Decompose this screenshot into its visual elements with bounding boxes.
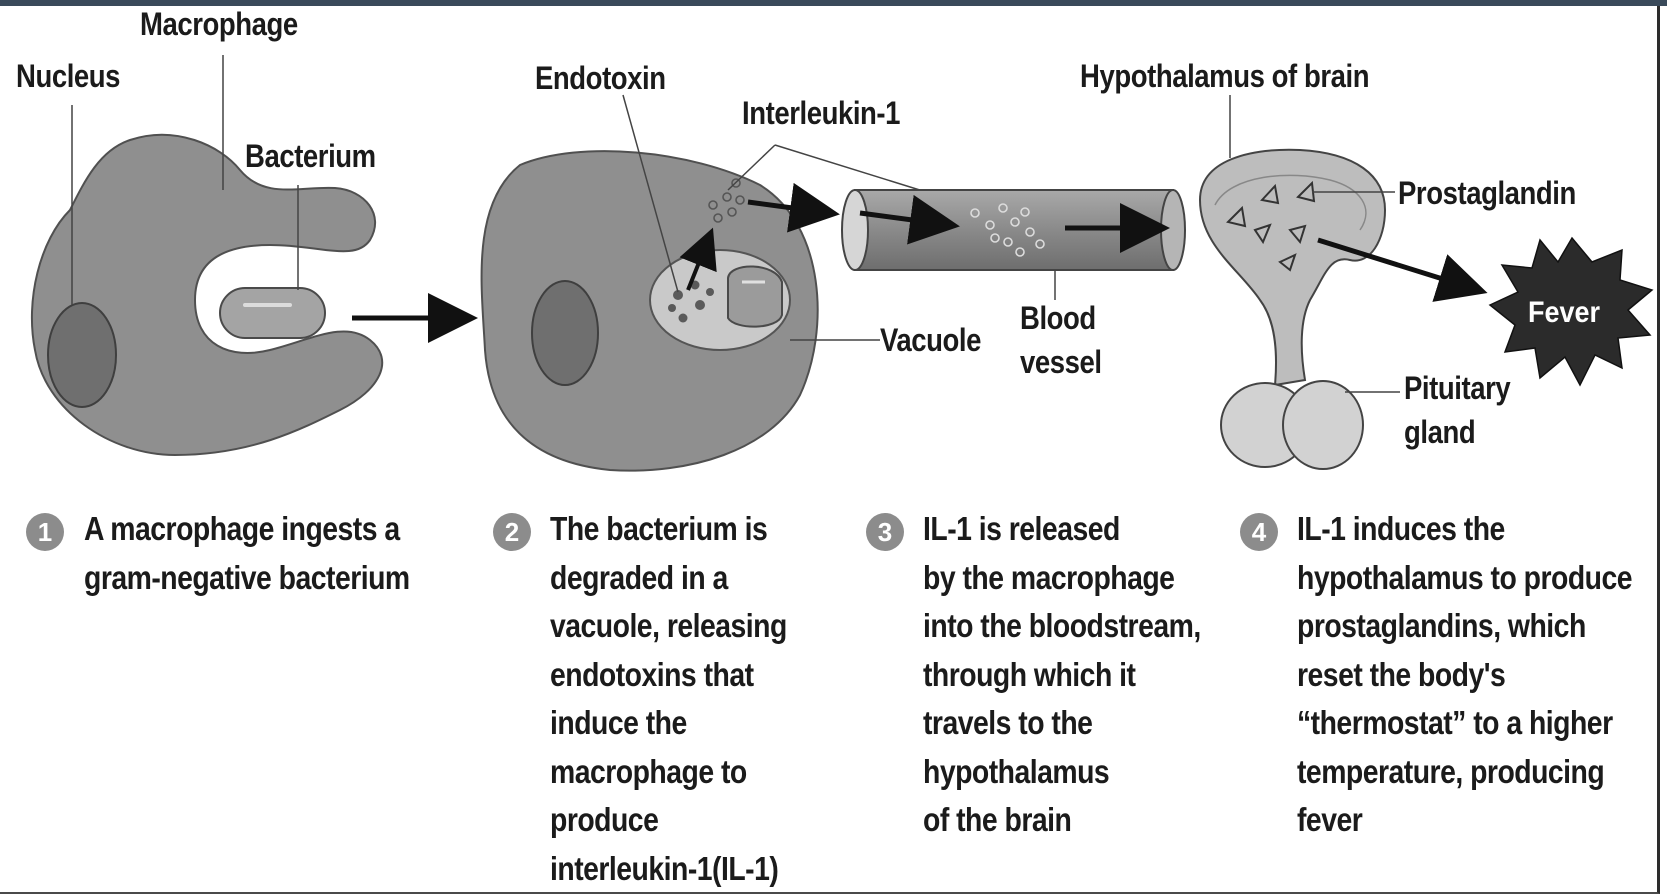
step-4-caption: IL-1 induces the hypothalamus to produce… [1297, 505, 1632, 845]
label-blood-vessel-line-1: Blood [1020, 296, 1102, 340]
label-interleukin-1: Interleukin-1 [742, 95, 900, 132]
step-2-caption: The bacterium is degraded in a vacuole, … [550, 505, 787, 893]
step-2-number: 2 [493, 513, 531, 551]
step-4-line: “thermostat” to a higher [1297, 699, 1632, 748]
nucleus-2 [532, 281, 598, 385]
step-4-line: reset the body's [1297, 651, 1632, 700]
step-1-caption: A macrophage ingests a gram-negative bac… [84, 505, 410, 602]
label-blood-vessel: Blood vessel [1020, 296, 1102, 384]
label-prostaglandin: Prostaglandin [1398, 175, 1576, 212]
step-2-line: interleukin-1(IL-1) [550, 845, 787, 894]
step-3-number: 3 [866, 513, 904, 551]
step-4-line: temperature, producing [1297, 748, 1632, 797]
label-pituitary-line-1: Pituitary [1404, 366, 1510, 410]
step-3-line: into the bloodstream, [923, 602, 1201, 651]
step-4-line: fever [1297, 796, 1632, 845]
label-pituitary-line-2: gland [1404, 410, 1510, 454]
step-3-line: through which it [923, 651, 1201, 700]
step-2-line: The bacterium is [550, 505, 787, 554]
nucleus-1 [48, 303, 116, 407]
step-2-line: produce [550, 796, 787, 845]
step-3-line: IL-1 is released [923, 505, 1201, 554]
step-3-line: travels to the [923, 699, 1201, 748]
label-blood-vessel-line-2: vessel [1020, 340, 1102, 384]
label-macrophage: Macrophage [140, 6, 298, 43]
step-1-line: A macrophage ingests a [84, 505, 410, 554]
arrow-to-fever [1318, 240, 1478, 290]
label-hypothalamus: Hypothalamus of brain [1080, 58, 1369, 95]
label-endotoxin: Endotoxin [535, 60, 666, 97]
step-4-line: IL-1 induces the [1297, 505, 1632, 554]
step-2-line: vacuole, releasing [550, 602, 787, 651]
step-2-line: degraded in a [550, 554, 787, 603]
step-3-line: hypothalamus [923, 748, 1201, 797]
step-3-caption: IL-1 is released by the macrophage into … [923, 505, 1201, 845]
step-4-line: prostaglandins, which [1297, 602, 1632, 651]
step-4-number: 4 [1240, 513, 1278, 551]
step-2-line: endotoxins that [550, 651, 787, 700]
label-nucleus: Nucleus [16, 58, 120, 95]
label-fever: Fever [1528, 296, 1600, 330]
label-pituitary-gland: Pituitary gland [1404, 366, 1510, 454]
bacterium-1 [220, 288, 325, 338]
step-4-line: hypothalamus to produce [1297, 554, 1632, 603]
step-1-number: 1 [26, 513, 64, 551]
step-3-line: of the brain [923, 796, 1201, 845]
step-2-line: macrophage to [550, 748, 787, 797]
label-bacterium: Bacterium [245, 138, 376, 175]
step-1-line: gram-negative bacterium [84, 554, 410, 603]
label-vacuole: Vacuole [880, 322, 981, 359]
step-3-line: by the macrophage [923, 554, 1201, 603]
hypothalamus [1200, 150, 1385, 385]
pituitary-gland [1221, 381, 1363, 469]
step-2-line: induce the [550, 699, 787, 748]
